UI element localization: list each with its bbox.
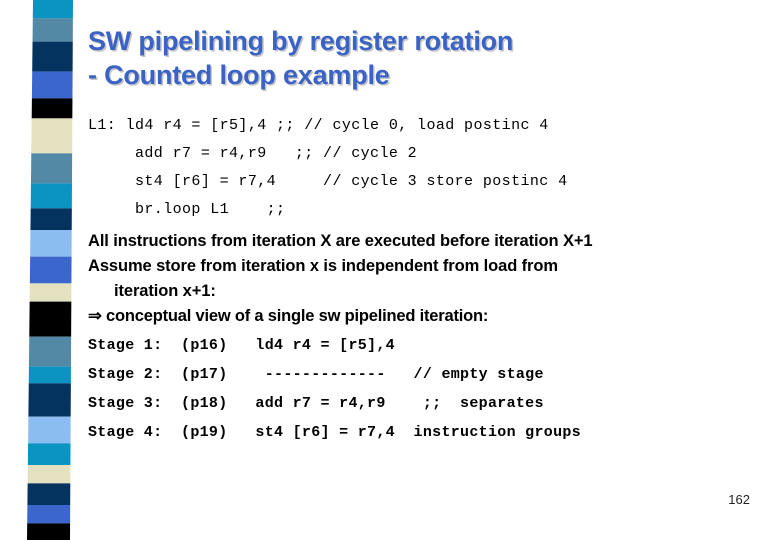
stage-row-4: Stage 4: (p19) st4 [r6] = r7,4 instructi…	[88, 424, 581, 441]
stripe-band-12	[29, 283, 72, 302]
stripe-band-8	[30, 183, 72, 209]
stripe-band-4	[31, 71, 73, 99]
prose-line-assumption: Assume store from iteration x is indepen…	[88, 257, 558, 275]
stripe-band-7	[30, 153, 73, 184]
stripe-band-16	[28, 383, 71, 417]
stripe-band-2	[32, 18, 73, 42]
code-line-2: add r7 = r4,r9 ;; // cycle 2	[88, 145, 418, 162]
stripe-band-21	[27, 505, 71, 524]
code-line-3: st4 [r6] = r7,4 // cycle 3 store postinc…	[88, 173, 568, 190]
slide-body: L1: ld4 r4 = [r5],4 ;; // cycle 0, load …	[88, 112, 768, 447]
stripe-band-10	[30, 230, 72, 257]
prose-line-ordering: All instructions from iteration X are ex…	[88, 232, 593, 250]
stripe-band-6	[31, 118, 73, 154]
stage-row-3: Stage 3: (p18) add r7 = r4,r9 ;; separat…	[88, 395, 544, 412]
stripe-band-18	[27, 443, 71, 465]
prose-line-conclusion: ⇒ conceptual view of a single sw pipelin…	[88, 307, 489, 325]
stripe-band-22	[27, 523, 71, 540]
stripe-band-9	[30, 208, 72, 230]
stripe-band-15	[28, 366, 71, 384]
page-title: SW pipelining by register rotation - Cou…	[88, 26, 514, 90]
decorative-color-bars	[0, 0, 90, 540]
stage-row-2: Stage 2: (p17) ------------- // empty st…	[88, 366, 544, 383]
stripe-band-1	[32, 0, 73, 19]
stripe-band-5	[31, 98, 73, 119]
prose-line-assumption-cont: iteration x+1:	[114, 282, 216, 300]
stripe-svg	[27, 0, 73, 540]
stripe-band-14	[28, 336, 72, 367]
page-number: 162	[728, 492, 750, 507]
stripe-band-11	[29, 256, 72, 284]
stripe-band-13	[29, 301, 72, 337]
stripe-band-17	[28, 416, 71, 444]
code-line-4: br.loop L1 ;;	[88, 201, 286, 218]
stripe-band-20	[27, 483, 71, 505]
stage-row-1: Stage 1: (p16) ld4 r4 = [r5],4	[88, 337, 395, 354]
stripe-band-3	[32, 41, 73, 72]
stripe-band-19	[27, 465, 71, 484]
code-line-1: L1: ld4 r4 = [r5],4 ;; // cycle 0, load …	[88, 117, 549, 134]
